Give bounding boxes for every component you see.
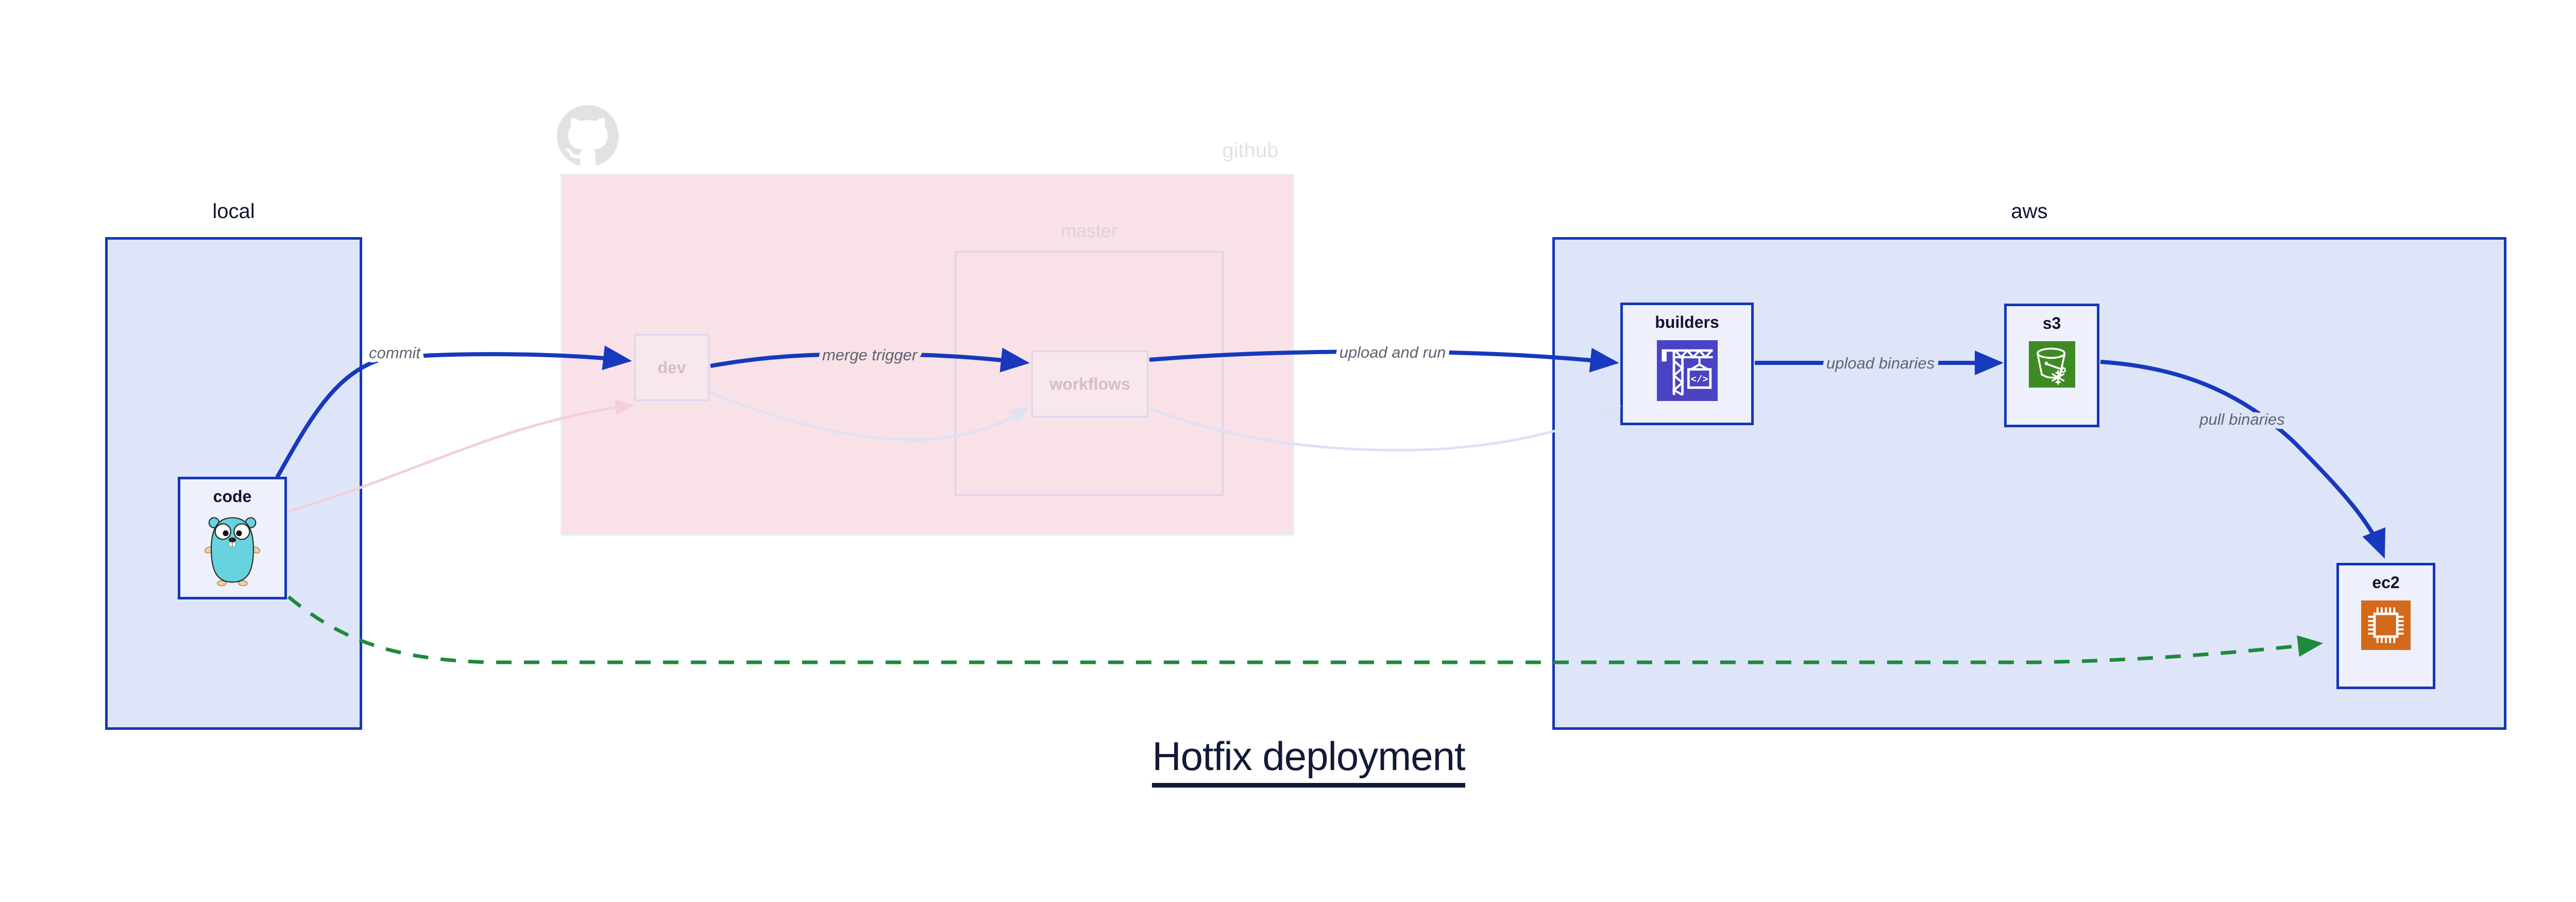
node-code: code: [178, 477, 287, 599]
edge-commit-label: commit: [369, 344, 421, 362]
node-dev-label: dev: [657, 358, 686, 377]
codebuild-crane-icon: </>: [1656, 340, 1718, 402]
node-dev: dev: [634, 334, 709, 401]
node-workflows-label: workflows: [1049, 374, 1130, 393]
master-group-label: master: [1060, 220, 1118, 241]
local-group-label: local: [212, 200, 255, 223]
ec2-chip-icon: [2361, 600, 2411, 650]
node-s3-label: s3: [2042, 314, 2061, 332]
node-builders-label: builders: [1655, 313, 1719, 331]
github-group-label: github: [1222, 139, 1279, 162]
node-ec2-label: ec2: [2372, 573, 2400, 592]
go-gopher-icon: [204, 517, 261, 587]
master-group: [955, 251, 1224, 496]
node-workflows: workflows: [1031, 350, 1148, 417]
diagram-title: Hotfix deployment: [1128, 734, 1489, 788]
node-ec2: ec2: [2336, 563, 2435, 689]
svg-text:</>: </>: [1690, 374, 1708, 386]
github-octocat-icon: [557, 105, 619, 166]
s3-glacier-bucket-icon: [2028, 341, 2075, 388]
aws-group-label: aws: [2011, 200, 2048, 223]
diagram-title-text: Hotfix deployment: [1152, 734, 1466, 788]
node-s3: s3: [2004, 304, 2099, 427]
node-code-label: code: [213, 487, 252, 506]
edge-upload-and-run-label: upload and run: [1340, 343, 1446, 361]
node-builders: builders </>: [1620, 303, 1754, 425]
